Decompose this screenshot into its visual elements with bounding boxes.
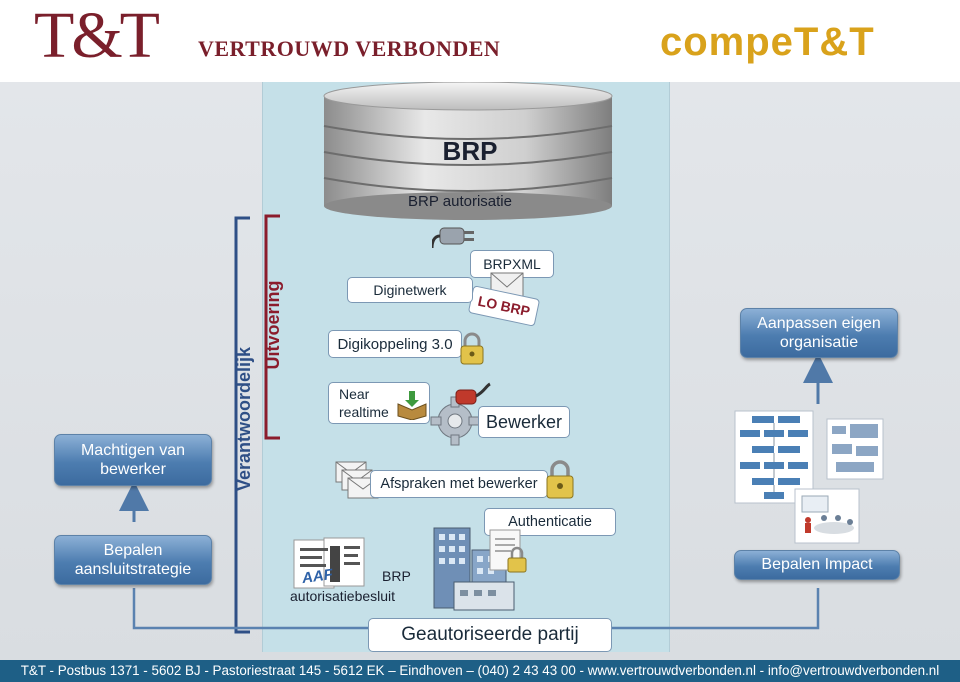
- download-box-icon: [397, 391, 427, 420]
- document-icon: [293, 537, 365, 589]
- uitvoering-label: Uitvoering: [263, 280, 283, 370]
- footer-text: T&T - Postbus 1371 - 5602 BJ - Pastories…: [20, 663, 940, 678]
- diginetwerk-label: Diginetwerk: [347, 277, 473, 303]
- machtigen-box: Machtigen van bewerker: [54, 434, 212, 486]
- bottom-flow-line: [132, 588, 368, 630]
- flowchart-icon: [734, 410, 814, 504]
- brp-label: BRP: [382, 568, 411, 584]
- plug-icon: [432, 227, 474, 249]
- gear-icon: [430, 396, 480, 446]
- verantwoordelijk-label: Verantwoordelijk: [234, 346, 254, 491]
- compett-logo: compeT&T: [660, 14, 920, 66]
- bottom-flow-line-right: [612, 588, 820, 630]
- verantwoordelijk-bracket: [234, 216, 250, 634]
- database-cylinder: [323, 82, 613, 220]
- authenticatie-label: Authenticatie: [484, 508, 616, 536]
- plug-icon: [455, 382, 491, 405]
- padlock-icon: [546, 460, 574, 499]
- uitvoering-bracket: [264, 214, 280, 440]
- header: T&T VERTROUWD VERBONDEN compeT&T: [0, 0, 960, 82]
- tt-logo-text: T&T: [34, 0, 160, 72]
- geautoriseerde-partij-label: Geautoriseerde partij: [368, 618, 612, 652]
- padlock-icon: [507, 546, 527, 573]
- tt-tagline: VERTROUWD VERBONDEN: [198, 36, 501, 61]
- database-title: BRP: [442, 136, 498, 166]
- footer: T&T - Postbus 1371 - 5602 BJ - Pastories…: [0, 660, 960, 682]
- padlock-icon: [460, 332, 484, 365]
- database-caption: BRP autorisatie: [408, 193, 512, 210]
- bepalen-aansluitstrategie-box: Bepalen aansluitstrategie: [54, 535, 212, 585]
- bepalen-impact-box: Bepalen Impact: [734, 550, 900, 580]
- compett-logo-text: compeT&T: [660, 20, 875, 64]
- aanpassen-box: Aanpassen eigen organisatie: [740, 308, 898, 358]
- flowchart-icon: [826, 418, 884, 480]
- digikoppeling-label: Digikoppeling 3.0: [328, 330, 462, 358]
- tt-logo: T&T: [34, 0, 194, 74]
- autorisatiebesluit-label: autorisatiebesluit: [290, 588, 396, 604]
- afspraken-label: Afspraken met bewerker: [370, 470, 548, 498]
- meeting-icon: [794, 488, 860, 544]
- bewerker-label: Bewerker: [478, 406, 570, 438]
